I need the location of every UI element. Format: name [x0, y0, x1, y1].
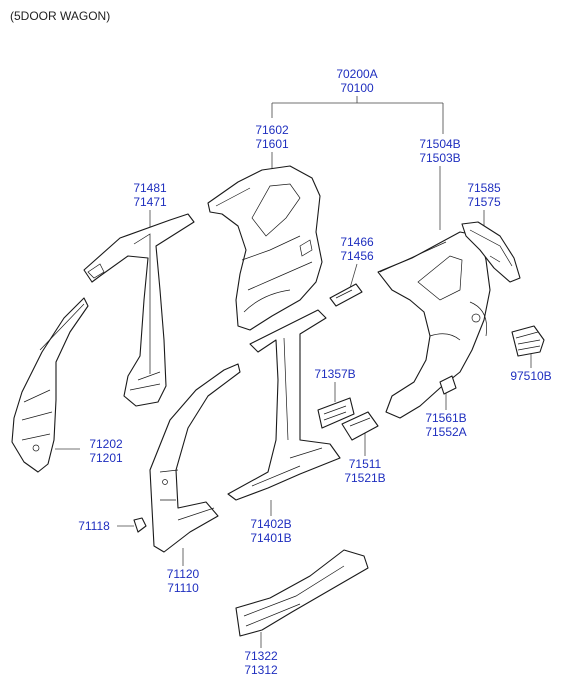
part-air-extractor-grille	[511, 325, 545, 357]
callout-71552A: 71552A	[425, 425, 466, 439]
part-inner-quarter-panel	[207, 165, 323, 331]
callout-71481: 71481	[133, 181, 167, 195]
part-front-pillar-outer	[149, 363, 241, 553]
callout-71601: 71601	[255, 137, 289, 151]
part-quarter-outer-panel	[377, 231, 491, 419]
callout-71503B: 71503B	[419, 151, 460, 165]
leader-70200A-bracket	[271, 96, 444, 134]
callout-71120: 71120	[167, 567, 200, 581]
callout-71466: 71466	[340, 235, 374, 249]
callout-71118: 71118	[78, 519, 110, 533]
callout-71402B: 71402B	[250, 517, 291, 531]
part-side-sill	[235, 549, 369, 637]
part-roof-rail-reinforcement	[329, 283, 363, 307]
part-side-outer-panel	[227, 309, 341, 501]
callout-71201: 71201	[89, 451, 123, 465]
callout-71575: 71575	[467, 195, 501, 209]
callout-71202: 71202	[89, 437, 123, 451]
callout-71322: 71322	[244, 649, 278, 663]
callout-71110: 71110	[167, 581, 199, 595]
callout-71602: 71602	[255, 123, 289, 137]
diagram-caption: (5DOOR WAGON)	[10, 9, 111, 23]
callout-71504B: 71504B	[419, 137, 460, 151]
leader-71466	[349, 263, 358, 289]
callout-71357B: 71357B	[314, 367, 355, 381]
callout-71312: 71312	[244, 663, 278, 677]
part-b-pillar-outer	[83, 213, 195, 407]
callout-97510B: 97510B	[510, 369, 551, 383]
callout-71471: 71471	[133, 195, 167, 209]
callout-71456: 71456	[340, 249, 374, 263]
callout-labels: 70200A 70100 71602 71601 71504B 71503B 7…	[78, 67, 551, 677]
callout-71585: 71585	[467, 181, 501, 195]
part-quarter-extension	[439, 375, 457, 395]
callout-71401B: 71401B	[250, 531, 291, 545]
part-front-pillar-lower	[11, 297, 89, 473]
part-clip	[133, 517, 147, 533]
part-reinforcement-bracket	[317, 397, 355, 429]
callout-71511: 71511	[349, 457, 382, 471]
callout-71521B: 71521B	[344, 471, 385, 485]
callout-70100: 70100	[340, 81, 374, 95]
callout-71561B: 71561B	[425, 411, 466, 425]
leader-lines	[55, 96, 532, 648]
part-sill-extension	[341, 411, 379, 441]
part-tail-lamp-housing	[461, 221, 521, 283]
callout-70200A: 70200A	[336, 67, 377, 81]
